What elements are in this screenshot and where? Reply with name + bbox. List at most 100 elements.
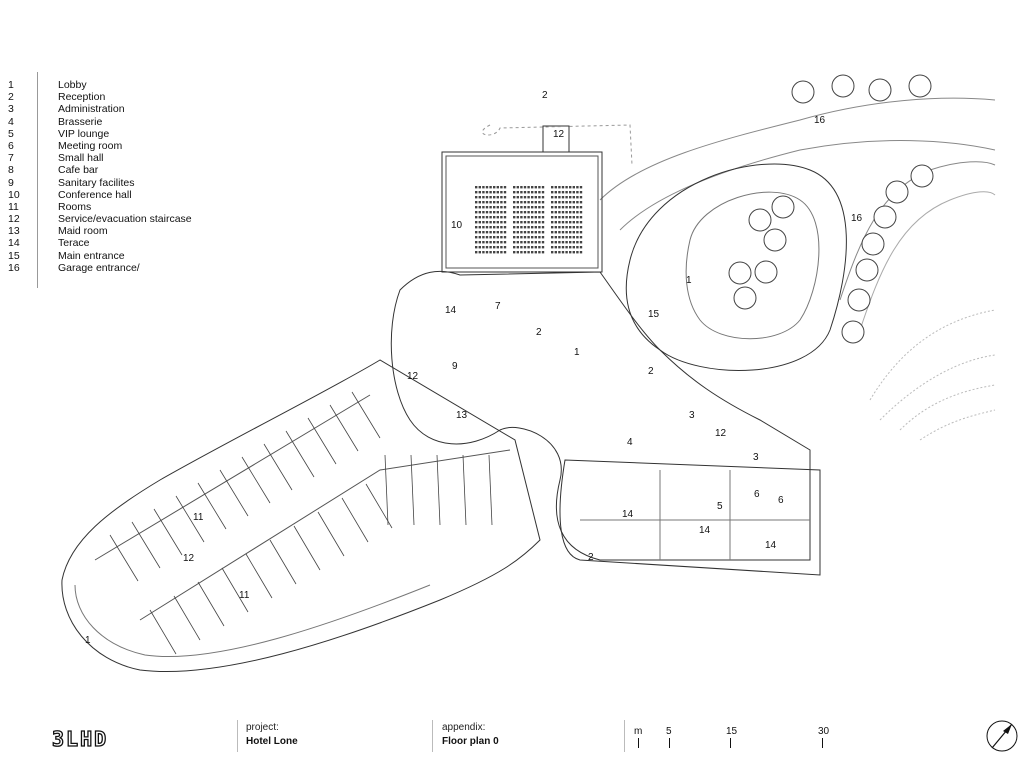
- plan-label: 12: [553, 129, 565, 140]
- seat: [482, 226, 485, 229]
- seat: [489, 251, 492, 254]
- seat: [475, 231, 478, 234]
- seat: [558, 246, 561, 249]
- seat: [531, 231, 534, 234]
- tree: [841, 320, 865, 344]
- seat: [561, 216, 565, 219]
- legend-number: 9: [8, 176, 14, 189]
- seat: [531, 206, 534, 209]
- seat: [493, 216, 496, 219]
- seat: [531, 251, 534, 254]
- seat: [475, 241, 478, 244]
- room-wall: [410, 454, 415, 526]
- seat: [569, 236, 572, 239]
- seat: [503, 201, 507, 204]
- site-contour: [869, 309, 996, 401]
- site-contour: [879, 354, 996, 421]
- seat: [482, 246, 485, 249]
- seat: [496, 226, 499, 229]
- room-wall: [131, 521, 161, 569]
- seat: [500, 196, 503, 199]
- seat: [513, 226, 516, 229]
- seat: [485, 186, 489, 189]
- seat: [523, 216, 527, 219]
- seat: [493, 206, 496, 209]
- seat: [534, 231, 537, 234]
- seat: [489, 216, 492, 219]
- seat: [527, 241, 530, 244]
- seat: [565, 196, 568, 199]
- seat: [551, 241, 554, 244]
- seat: [579, 201, 583, 204]
- room-wall: [109, 534, 139, 582]
- seat: [520, 241, 523, 244]
- seat: [478, 196, 481, 199]
- seat: [516, 236, 519, 239]
- seat: [551, 211, 554, 214]
- seat: [485, 241, 489, 244]
- seat: [523, 251, 527, 254]
- seat: [579, 196, 583, 199]
- seat: [503, 226, 507, 229]
- seat: [565, 231, 568, 234]
- seat: [541, 201, 545, 204]
- seat: [475, 246, 478, 249]
- room-wall: [293, 525, 321, 571]
- seat: [527, 186, 530, 189]
- seat: [503, 211, 507, 214]
- seat: [493, 246, 496, 249]
- legend-number: 6: [8, 139, 14, 152]
- legend-label: Reception: [58, 91, 106, 104]
- legend-number: 5: [8, 127, 14, 140]
- legend-divider: [37, 72, 38, 288]
- seat: [565, 221, 568, 224]
- seat: [565, 206, 568, 209]
- seat: [513, 186, 516, 189]
- seat: [500, 226, 503, 229]
- seat: [579, 236, 583, 239]
- seat: [485, 216, 489, 219]
- seat: [561, 246, 565, 249]
- seat: [482, 206, 485, 209]
- seat: [561, 191, 565, 194]
- seat: [489, 236, 492, 239]
- legend-number: 3: [8, 103, 14, 116]
- seat: [569, 216, 572, 219]
- seat: [527, 221, 530, 224]
- seat: [554, 241, 557, 244]
- seat: [489, 241, 492, 244]
- seat: [538, 216, 541, 219]
- seat: [500, 231, 503, 234]
- seat: [485, 206, 489, 209]
- seat: [551, 236, 554, 239]
- scale-mark: 30: [818, 726, 830, 737]
- room-wall: [285, 430, 315, 478]
- seat: [500, 216, 503, 219]
- seat: [496, 211, 499, 214]
- seat: [576, 246, 579, 249]
- seat: [572, 186, 575, 189]
- project-caption: project:: [246, 722, 279, 733]
- seat: [527, 226, 530, 229]
- site-contour: [919, 409, 996, 441]
- legend-label: Rooms: [58, 200, 92, 213]
- seat: [538, 211, 541, 214]
- room-wall: [175, 495, 205, 543]
- seat: [503, 231, 507, 234]
- seat: [569, 186, 572, 189]
- stair-block: [542, 125, 570, 153]
- seat: [554, 236, 557, 239]
- seat: [569, 191, 572, 194]
- seat: [478, 186, 481, 189]
- legend-label: Small hall: [58, 152, 104, 165]
- seat: [572, 241, 575, 244]
- seat: [489, 231, 492, 234]
- seat: [503, 216, 507, 219]
- seat: [551, 231, 554, 234]
- seat: [579, 246, 583, 249]
- plan-label: 4: [627, 437, 633, 448]
- legend-label: Terace: [58, 237, 90, 250]
